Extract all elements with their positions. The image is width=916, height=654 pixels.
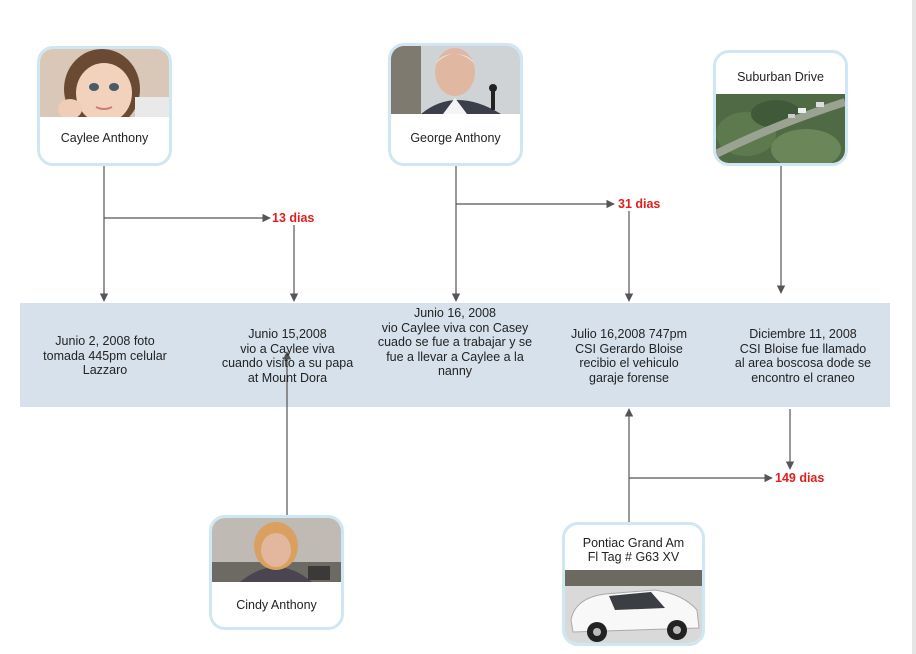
card-cindy-anthony[interactable]: Cindy Anthony bbox=[209, 515, 344, 630]
event-junio-15: Junio 15,2008 vio a Caylee viva cuando v… bbox=[221, 327, 354, 385]
card-suburban-drive[interactable]: Suburban Drive bbox=[713, 50, 848, 166]
caylee-photo bbox=[40, 49, 169, 117]
pontiac-caption: Pontiac Grand Am Fl Tag # G63 XV bbox=[582, 536, 685, 564]
card-caption: Cindy Anthony bbox=[236, 598, 317, 612]
scrollbar[interactable] bbox=[912, 0, 916, 654]
card-george-anthony[interactable]: George Anthony bbox=[388, 43, 523, 166]
card-caylee-anthony[interactable]: Caylee Anthony bbox=[37, 46, 172, 166]
cindy-photo bbox=[212, 518, 341, 582]
interval-31-label: 31 dias bbox=[618, 197, 661, 211]
pontiac-photo bbox=[565, 570, 702, 643]
event-diciembre-11: Diciembre 11, 2008 CSI Bloise fue llamad… bbox=[734, 327, 872, 385]
event-junio-2: Junio 2, 2008 foto tomada 445pm celular … bbox=[43, 334, 167, 377]
suburban-photo bbox=[716, 94, 845, 163]
george-photo bbox=[391, 46, 520, 114]
card-caption: George Anthony bbox=[410, 131, 501, 145]
interval-149-label: 149 dias bbox=[775, 471, 825, 485]
card-pontiac-grand-am[interactable]: Pontiac Grand Am Fl Tag # G63 XV bbox=[562, 522, 705, 646]
event-julio-16: Julio 16,2008 747pm CSI Gerardo Bloise r… bbox=[570, 327, 688, 385]
card-caption: Suburban Drive bbox=[737, 70, 824, 84]
interval-13-label: 13 dias bbox=[272, 211, 315, 225]
timeline-band bbox=[20, 303, 890, 407]
card-caption: Caylee Anthony bbox=[60, 131, 149, 145]
event-junio-16: Junio 16, 2008 vio Caylee viva con Casey… bbox=[377, 306, 533, 378]
